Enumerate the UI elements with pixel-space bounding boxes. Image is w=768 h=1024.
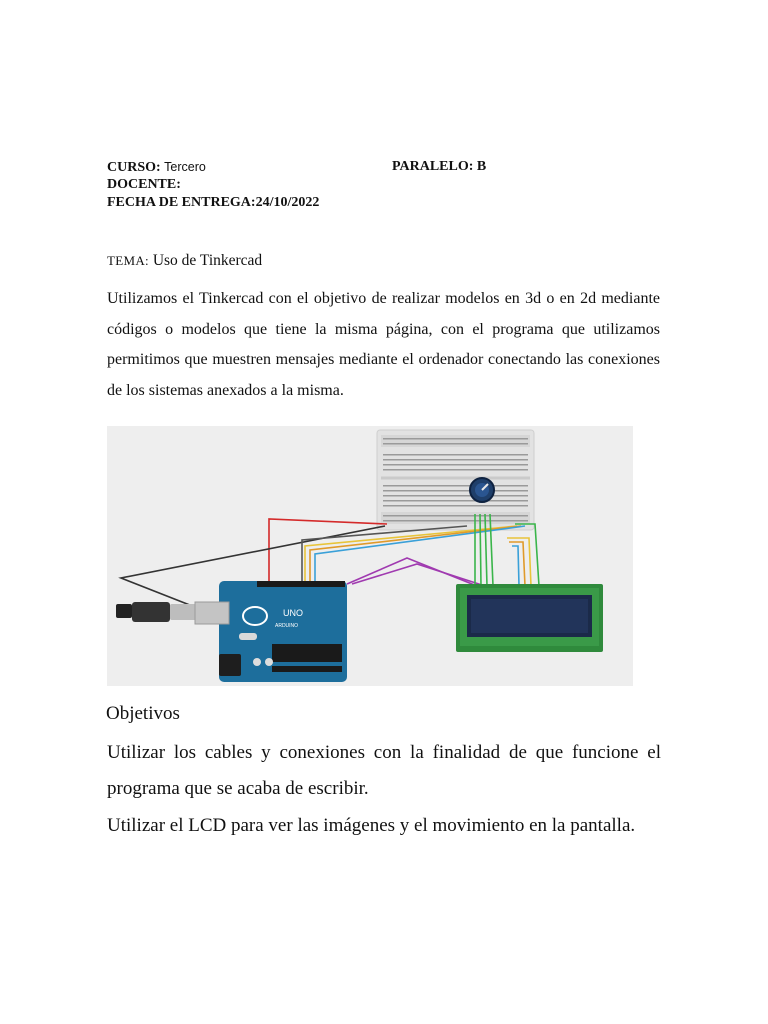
objetivos-heading: Objetivos [106,703,180,724]
objetivo-item-1: Utilizar los cables y conexiones con la … [107,742,661,799]
lcd-display [456,584,603,652]
board-brand: UNO [283,608,303,618]
tinkercad-circuit-figure: UNO ARDUINO [107,426,633,686]
circuit-illustration: UNO ARDUINO [116,429,603,682]
objetivo-item-2: Utilizar el LCD para ver las imágenes y … [107,815,636,836]
docente-label: DOCENTE: [107,177,181,192]
potentiometer [469,477,495,503]
fecha-entrega-label: FECHA DE ENTREGA:24/10/2022 [107,195,320,210]
wires [118,513,540,652]
paralelo-line: PARALELO: B [392,158,486,176]
curso-value: Tercero [164,160,206,174]
paralelo-label: PARALELO: B [392,159,487,174]
tema-line: TEMA: Uso de Tinkercad [107,251,262,271]
tema-label: TEMA: [107,253,149,268]
docente-line: DOCENTE: [107,176,181,194]
arduino-uno-board: UNO ARDUINO [194,581,347,682]
curso-label: CURSO: [107,160,161,175]
board-subtitle: ARDUINO [275,623,298,629]
tema-value: Uso de Tinkercad [152,252,263,269]
curso-line: CURSO: Tercero [107,158,206,177]
usb-cable [116,602,198,622]
breadboard [376,429,535,531]
fecha-entrega-line: FECHA DE ENTREGA:24/10/2022 [107,194,319,212]
intro-paragraph: Utilizamos el Tinkercad con el objetivo … [107,290,660,399]
